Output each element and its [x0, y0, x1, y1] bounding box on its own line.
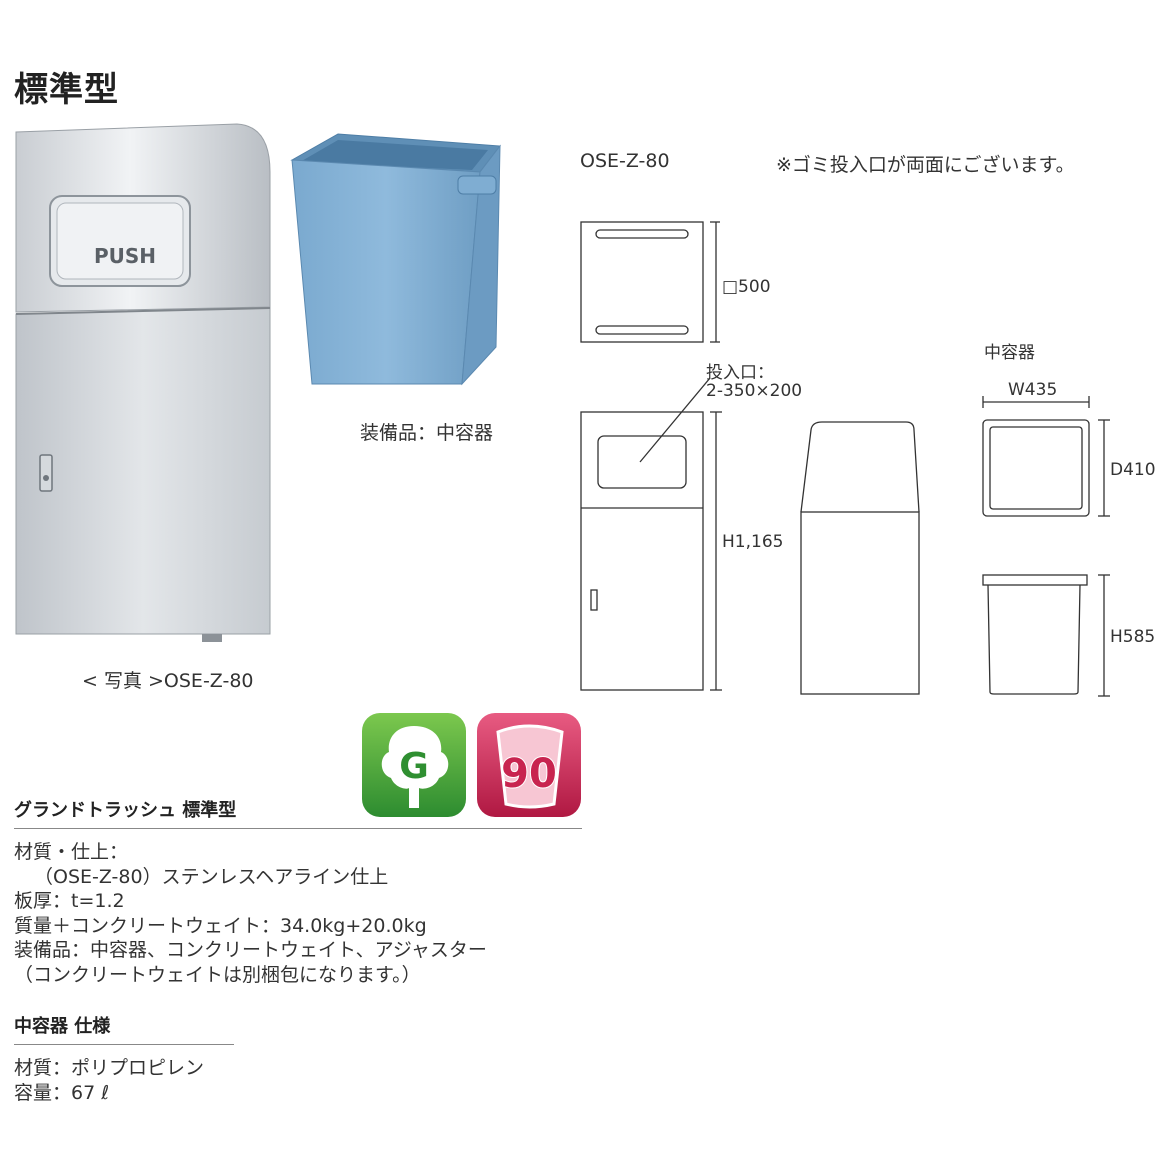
technical-drawing — [580, 221, 1110, 697]
badge-g-letter: G — [399, 746, 429, 787]
spec-line: 材質・仕上： — [14, 841, 129, 863]
drawing-note: ※ゴミ投入口が両面にございます。 — [776, 154, 1075, 176]
drawing-model: OSE-Z-80 — [580, 150, 670, 172]
capacity-90-badge: 90 — [477, 713, 581, 817]
trash-bin-photo — [15, 123, 271, 642]
inner-height-dimension: H585 — [1110, 627, 1156, 647]
spec-line: 板厚：t=1.2 — [14, 890, 125, 912]
spec-heading: グランドトラッシュ 標準型 — [14, 800, 237, 821]
opening-label-1: 投入口： — [706, 363, 774, 383]
height-dimension: H1,165 — [722, 532, 784, 552]
inner-width-dimension: W435 — [1008, 380, 1058, 400]
inner-spec-lines: 材質：ポリプロピレン 容量：67 ℓ — [14, 1056, 204, 1105]
spec-line: （コンクリートウェイトは別梱包になります。） — [14, 963, 421, 986]
opening-label-2: 2-350×200 — [706, 381, 803, 401]
page-title: 標準型 — [14, 70, 119, 110]
spec-line: 質量＋コンクリートウェイト：34.0kg+20.0kg — [14, 914, 427, 937]
inner-drawing-title: 中容器 — [984, 343, 1035, 363]
top-dimension: □500 — [722, 277, 771, 297]
push-label: PUSH — [94, 244, 157, 268]
green-g-badge: G — [362, 713, 466, 817]
inner-photo-caption: 装備品：中容器 — [360, 422, 494, 444]
spec-line: （OSE-Z-80）ステンレスヘアライン仕上 — [34, 865, 389, 888]
spec-divider — [14, 828, 582, 829]
spec-lines: 材質・仕上： （OSE-Z-80）ステンレスヘアライン仕上 板厚：t=1.2 質… — [14, 840, 487, 987]
badge-capacity-number: 90 — [501, 751, 557, 797]
inner-depth-dimension: D410 — [1110, 460, 1156, 480]
inner-spec-line: 容量：67 ℓ — [14, 1081, 110, 1104]
inner-spec-line: 材質：ポリプロピレン — [14, 1057, 205, 1079]
spec-line: 装備品：中容器、コンクリートウェイト、アジャスター — [14, 939, 487, 961]
inner-container-photo — [290, 133, 501, 386]
inner-spec-heading: 中容器 仕様 — [14, 1016, 111, 1037]
photo-caption: < 写真 >OSE-Z-80 — [82, 670, 254, 692]
inner-spec-divider — [14, 1044, 234, 1045]
